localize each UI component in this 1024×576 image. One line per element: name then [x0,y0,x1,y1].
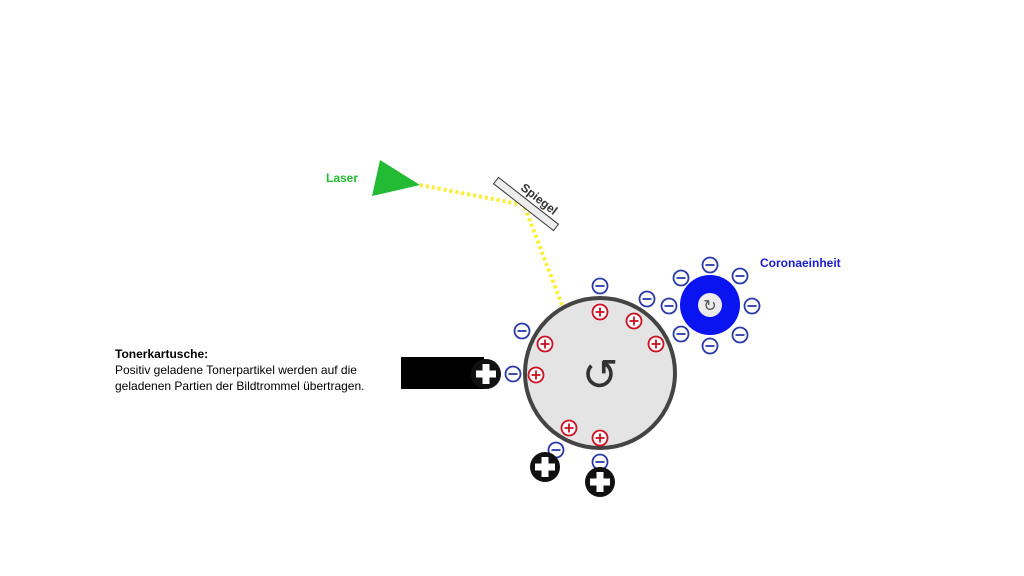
positive-charge [625,312,643,330]
toner-cartridge [401,357,484,389]
corona-core [698,293,722,317]
positive-charge [560,419,578,437]
toner-description: Tonerkartusche: Positiv geladene Tonerpa… [115,346,405,394]
negative-charge [672,325,690,343]
negative-charge [743,297,761,315]
positive-charge [527,366,545,384]
toner-particle [585,467,615,497]
toner-title: Tonerkartusche: [115,347,209,361]
positive-charge [536,335,554,353]
negative-charge [701,256,719,274]
negative-charge [660,297,678,315]
laser-emitter-icon [372,160,420,196]
negative-charge [504,365,522,383]
negative-charge [701,337,719,355]
positive-charge [647,335,665,353]
corona-label: Coronaeinheit [760,256,841,270]
corona-rotate-icon: ↻ [703,296,716,315]
negative-charge [731,326,749,344]
negative-charge [513,322,531,340]
image-drum [523,296,677,450]
toner-particle [530,452,560,482]
negative-charge [731,267,749,285]
negative-charge [672,269,690,287]
laser-label: Laser [326,171,358,185]
toner-text-line: Positiv geladene Tonerpartikel werden au… [115,363,357,377]
negative-charge [591,277,609,295]
negative-charge [638,290,656,308]
mirror: Spiegel [492,176,560,232]
positive-charge [591,303,609,321]
positive-charge [591,429,609,447]
toner-text-line: geladenen Partien der Bildtrommel übertr… [115,379,365,393]
drum-rotate-icon: ↺ [582,350,619,401]
toner-particle [471,359,501,389]
